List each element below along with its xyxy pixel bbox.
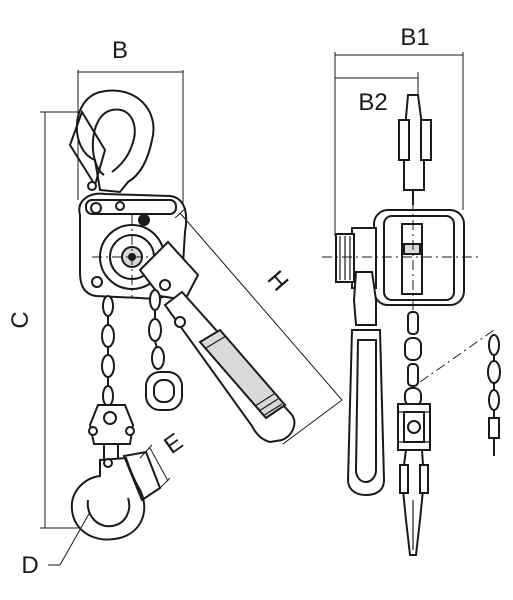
label-h: H bbox=[262, 266, 294, 297]
label-c: C bbox=[7, 311, 34, 328]
side-bottom-hook bbox=[399, 449, 429, 556]
bottom-hook bbox=[70, 450, 162, 541]
side-top-hook bbox=[398, 94, 432, 205]
label-b1: B1 bbox=[400, 24, 429, 51]
slack-chain bbox=[145, 289, 183, 411]
load-chain-left bbox=[101, 295, 115, 407]
bottom-block bbox=[88, 404, 135, 460]
dimension-e: E bbox=[139, 428, 188, 491]
front-view: B C bbox=[7, 37, 343, 579]
top-hook bbox=[68, 89, 155, 194]
dimension-d: D bbox=[21, 511, 91, 579]
label-d: D bbox=[21, 552, 38, 579]
chain-detail bbox=[419, 329, 501, 456]
side-handle bbox=[346, 271, 386, 497]
dimension-b2: B2 bbox=[335, 72, 419, 116]
dimension-b1: B1 bbox=[334, 24, 464, 236]
side-body bbox=[322, 200, 478, 312]
lever-handle bbox=[138, 240, 296, 444]
dimension-c: C bbox=[7, 111, 112, 529]
label-e: E bbox=[159, 428, 188, 459]
side-load-chain bbox=[404, 311, 422, 407]
hoist-body bbox=[78, 192, 188, 300]
side-bottom-block bbox=[397, 403, 431, 451]
label-b: B bbox=[112, 37, 128, 64]
side-view: B1 B2 bbox=[322, 24, 501, 556]
label-b2: B2 bbox=[358, 89, 387, 116]
